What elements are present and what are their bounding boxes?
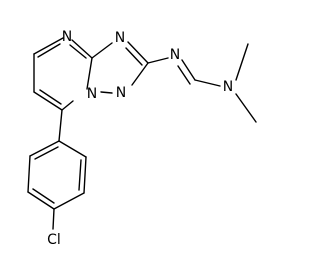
- bond-c4-phenyl: [58, 109, 63, 142]
- bond-benzene-4-5: [53, 192, 85, 210]
- atom-n-triazole-bottom: N: [116, 85, 126, 101]
- bond-pyrimidine-n-c2: [33, 37, 64, 55]
- atom-n-dimethyl: N: [223, 79, 233, 95]
- bond-pyrimidine-c3-c4: [33, 91, 63, 111]
- bond-pyrimidine-c4-c5: [61, 100, 74, 111]
- bond-pyrimidine-c3-c4-double: [39, 89, 62, 105]
- structural-formula: N N N N N N Cl: [27, 29, 257, 248]
- molecule-canvas: N N N N N N Cl: [27, 29, 257, 248]
- bond-imine-n-ch-double: [177, 65, 191, 85]
- bond-triazole-n-top-c2: [127, 41, 149, 64]
- bond-benzene-3-4-double: [32, 188, 55, 204]
- bond-triazole-c2-n-bottom: [131, 62, 149, 86]
- bond-pyrimidine-c6-n-top-double: [69, 44, 87, 59]
- bond-pyrimidine-n-bridge-c6: [86, 57, 93, 90]
- bond-benzene-1-2-double: [34, 146, 59, 160]
- bond-benzene-1-2: [29, 140, 60, 157]
- bond-ch-n-dimethyl: [194, 79, 221, 87]
- bond-triazole-c6-n-top: [91, 42, 113, 59]
- atom-chlorine: Cl: [47, 232, 61, 248]
- bond-benzene-2-3: [27, 155, 31, 193]
- atom-n-pyrimidine-top: N: [62, 29, 72, 45]
- bond-n-methyl-up: [235, 43, 249, 81]
- atom-n-imine: N: [170, 47, 180, 63]
- bond-benzene-cl: [52, 208, 55, 230]
- bond-pyrimidine-c6-n-top: [71, 39, 93, 59]
- bond-benzene-5-6-double: [78, 159, 82, 191]
- bond-triazole-n-top-c2-double: [125, 47, 143, 66]
- atom-n-bridge: N: [87, 86, 97, 102]
- bond-benzene-6-1: [58, 140, 87, 158]
- bond-c2-imine-n: [147, 57, 169, 64]
- bond-benzene-3-4: [27, 191, 55, 210]
- atom-n-triazole-top: N: [115, 30, 125, 46]
- bond-pyrimidine-n-c2-double: [37, 43, 61, 58]
- bond-benzene-5-6: [83, 156, 87, 194]
- bond-imine-n-ch: [181, 59, 196, 81]
- bond-triazole-n-bottom-n-bridge: [100, 91, 113, 94]
- bond-n-methyl-down: [235, 93, 257, 123]
